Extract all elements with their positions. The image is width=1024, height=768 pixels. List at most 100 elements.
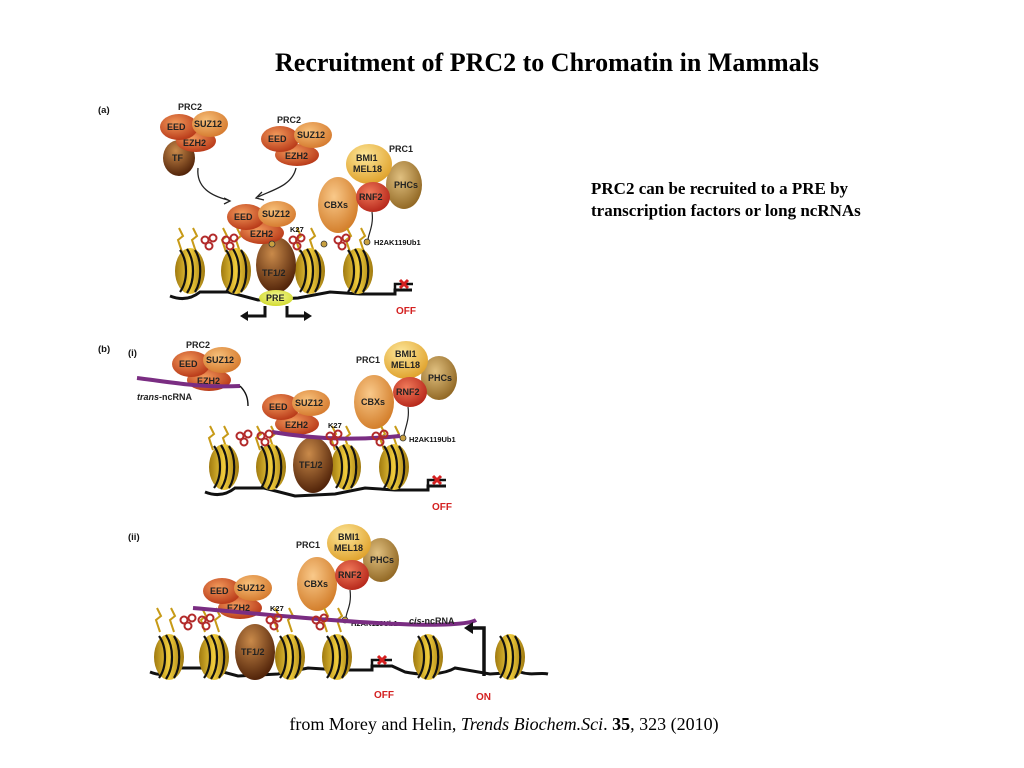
bmi1-label: BMI1 xyxy=(395,349,417,359)
panel-b-label: (b) xyxy=(98,344,110,355)
ezh2-label: EZH2 xyxy=(285,151,308,161)
prc1-complex: PRC1 BMI1 MEL18 PHCs RNF2 CBXs H2AK119Ub… xyxy=(318,144,422,247)
trans-ncrna-strand xyxy=(136,376,241,389)
eed-subunit xyxy=(160,114,198,140)
caption-line-1: PRC2 can be recruited to a PRE by xyxy=(591,179,849,198)
citation: from Morey and Helin, Trends Biochem.Sci… xyxy=(0,714,1008,735)
citation-rest: , 323 (2010) xyxy=(630,714,719,734)
citation-prefix: from Morey and Helin, xyxy=(289,714,461,734)
rnf2-label: RNF2 xyxy=(359,192,383,202)
prc1-complex: PRC1 BMI1 MEL18 PHCs RNF2 CBXs H2AK119Ub… xyxy=(354,341,457,444)
panel-a-label: (a) xyxy=(98,105,110,116)
suz12-label: SUZ12 xyxy=(297,130,325,140)
panel-b-i: (b) (i) PRC2 EED SUZ12 EZH2 trans-ncRNA … xyxy=(98,340,457,513)
prc1-label: PRC1 xyxy=(356,355,380,365)
phcs-subunit xyxy=(386,161,422,209)
caption-line-2: transcription factors or long ncRNAs xyxy=(591,201,861,221)
rnf2-label: RNF2 xyxy=(338,570,362,580)
h2a-ub-label: H2AK119Ub1 xyxy=(409,435,456,444)
prc1-complex: PRC1 BMI1 MEL18 PHCs RNF2 CBXs H2AK119Ub… xyxy=(296,524,399,628)
phcs-label: PHCs xyxy=(394,180,418,190)
panel-b-ii-label: (ii) xyxy=(128,532,140,543)
suz12-label: SUZ12 xyxy=(206,355,234,365)
prc2-label: PRC2 xyxy=(277,115,301,125)
k27-label: K27 xyxy=(290,225,304,234)
transcription-arrow-left xyxy=(245,306,267,318)
bmi1-label: BMI1 xyxy=(338,532,360,542)
dna-strand xyxy=(204,484,446,498)
ezh2-label: EZH2 xyxy=(197,376,220,386)
citation-sep: . xyxy=(603,714,613,734)
on-label: ON xyxy=(476,692,491,703)
tf-label: TF xyxy=(172,153,183,163)
suz12-label: SUZ12 xyxy=(194,119,222,129)
prc1-label: PRC1 xyxy=(296,540,320,550)
mel18-label: MEL18 xyxy=(334,543,363,553)
recruit-arrow-left xyxy=(197,167,229,201)
prc2-label: PRC2 xyxy=(178,102,202,112)
off-label: OFF xyxy=(432,502,452,513)
ezh2-label: EZH2 xyxy=(183,138,206,148)
suz12-label: SUZ12 xyxy=(295,398,323,408)
k27-label: K27 xyxy=(270,604,284,613)
bmi1-label: BMI1 xyxy=(356,153,378,163)
trans-ncrna-label: trans-ncRNA xyxy=(137,392,193,402)
off-cross xyxy=(398,278,410,290)
phcs-label: PHCs xyxy=(370,555,394,565)
prc2-complex-tf: PRC2 EED SUZ12 EZH2 TF xyxy=(160,102,228,176)
cis-ncrna-strand xyxy=(192,606,478,627)
cbxs-label: CBXs xyxy=(324,200,348,210)
suz12-label: SUZ12 xyxy=(237,583,265,593)
pre-element xyxy=(259,290,293,306)
citation-journal: Trends Biochem.Sci xyxy=(460,714,604,734)
recruit-arrow-right xyxy=(257,167,297,198)
eed-label: EED xyxy=(269,402,288,412)
rnf2-label: RNF2 xyxy=(396,387,420,397)
ezh2-label: EZH2 xyxy=(227,603,250,613)
eed-label: EED xyxy=(210,586,229,596)
suz12-subunit xyxy=(294,122,332,148)
citation-volume: 35 xyxy=(612,714,631,734)
k27-label: K27 xyxy=(328,421,342,430)
eed-label: EED xyxy=(234,212,253,222)
cis-ncrna-label: cis-ncRNA xyxy=(409,616,455,626)
slide-title: Recruitment of PRC2 to Chromatin in Mamm… xyxy=(275,48,819,77)
prc2-label: PRC2 xyxy=(186,340,210,350)
phcs-label: PHCs xyxy=(428,373,452,383)
eed-subunit xyxy=(261,126,299,152)
eed-label: EED xyxy=(179,359,198,369)
bmi1-subunit xyxy=(346,144,392,184)
bound-prc2: TF1/2 EED SUZ12 EZH2 K27 xyxy=(262,390,342,493)
mel18-label: MEL18 xyxy=(391,360,420,370)
cbxs-label: CBXs xyxy=(304,579,328,589)
suz12-subunit xyxy=(192,111,228,137)
panel-a: (a) PRC2 EED SUZ12 EZH2 TF PRC2 EED SUZ1… xyxy=(98,102,422,321)
panel-b-ii: (ii) PRC1 BMI1 MEL18 PHCs RNF2 CBXs H2AK… xyxy=(128,524,549,703)
tf12-label: TF1/2 xyxy=(241,647,265,657)
eed-label: EED xyxy=(167,122,186,132)
eed-label: EED xyxy=(268,134,287,144)
pre-label: PRE xyxy=(266,293,285,303)
prc2-complex-free: PRC2 EED SUZ12 EZH2 xyxy=(261,115,332,166)
ezh2-label: EZH2 xyxy=(250,229,273,239)
tf12-label: TF1/2 xyxy=(299,460,323,470)
transcription-arrow-right xyxy=(285,306,307,318)
bound-prc2: TF1/2 EED SUZ12 EZH2 K27 xyxy=(203,575,284,680)
nucleosome-row xyxy=(175,248,373,294)
on-promoter-arrow xyxy=(470,626,486,676)
dna-strand xyxy=(169,288,412,302)
tf12-factor xyxy=(256,237,296,293)
ezh2-label: EZH2 xyxy=(285,420,308,430)
caption-text: PRC2 can be recruited to a PRE by transc… xyxy=(591,178,951,222)
off-label: OFF xyxy=(396,306,416,317)
cbxs-subunit xyxy=(318,177,358,233)
nucleosome-row xyxy=(209,444,409,490)
cbxs-label: CBXs xyxy=(361,397,385,407)
nucleosome-row xyxy=(154,634,525,680)
tf12-label: TF1/2 xyxy=(262,268,286,278)
rnf2-subunit xyxy=(356,182,390,212)
h2a-ub-label: H2AK119Ub1 xyxy=(374,238,421,247)
panel-b-i-label: (i) xyxy=(128,348,137,359)
mel18-label: MEL18 xyxy=(353,164,382,174)
